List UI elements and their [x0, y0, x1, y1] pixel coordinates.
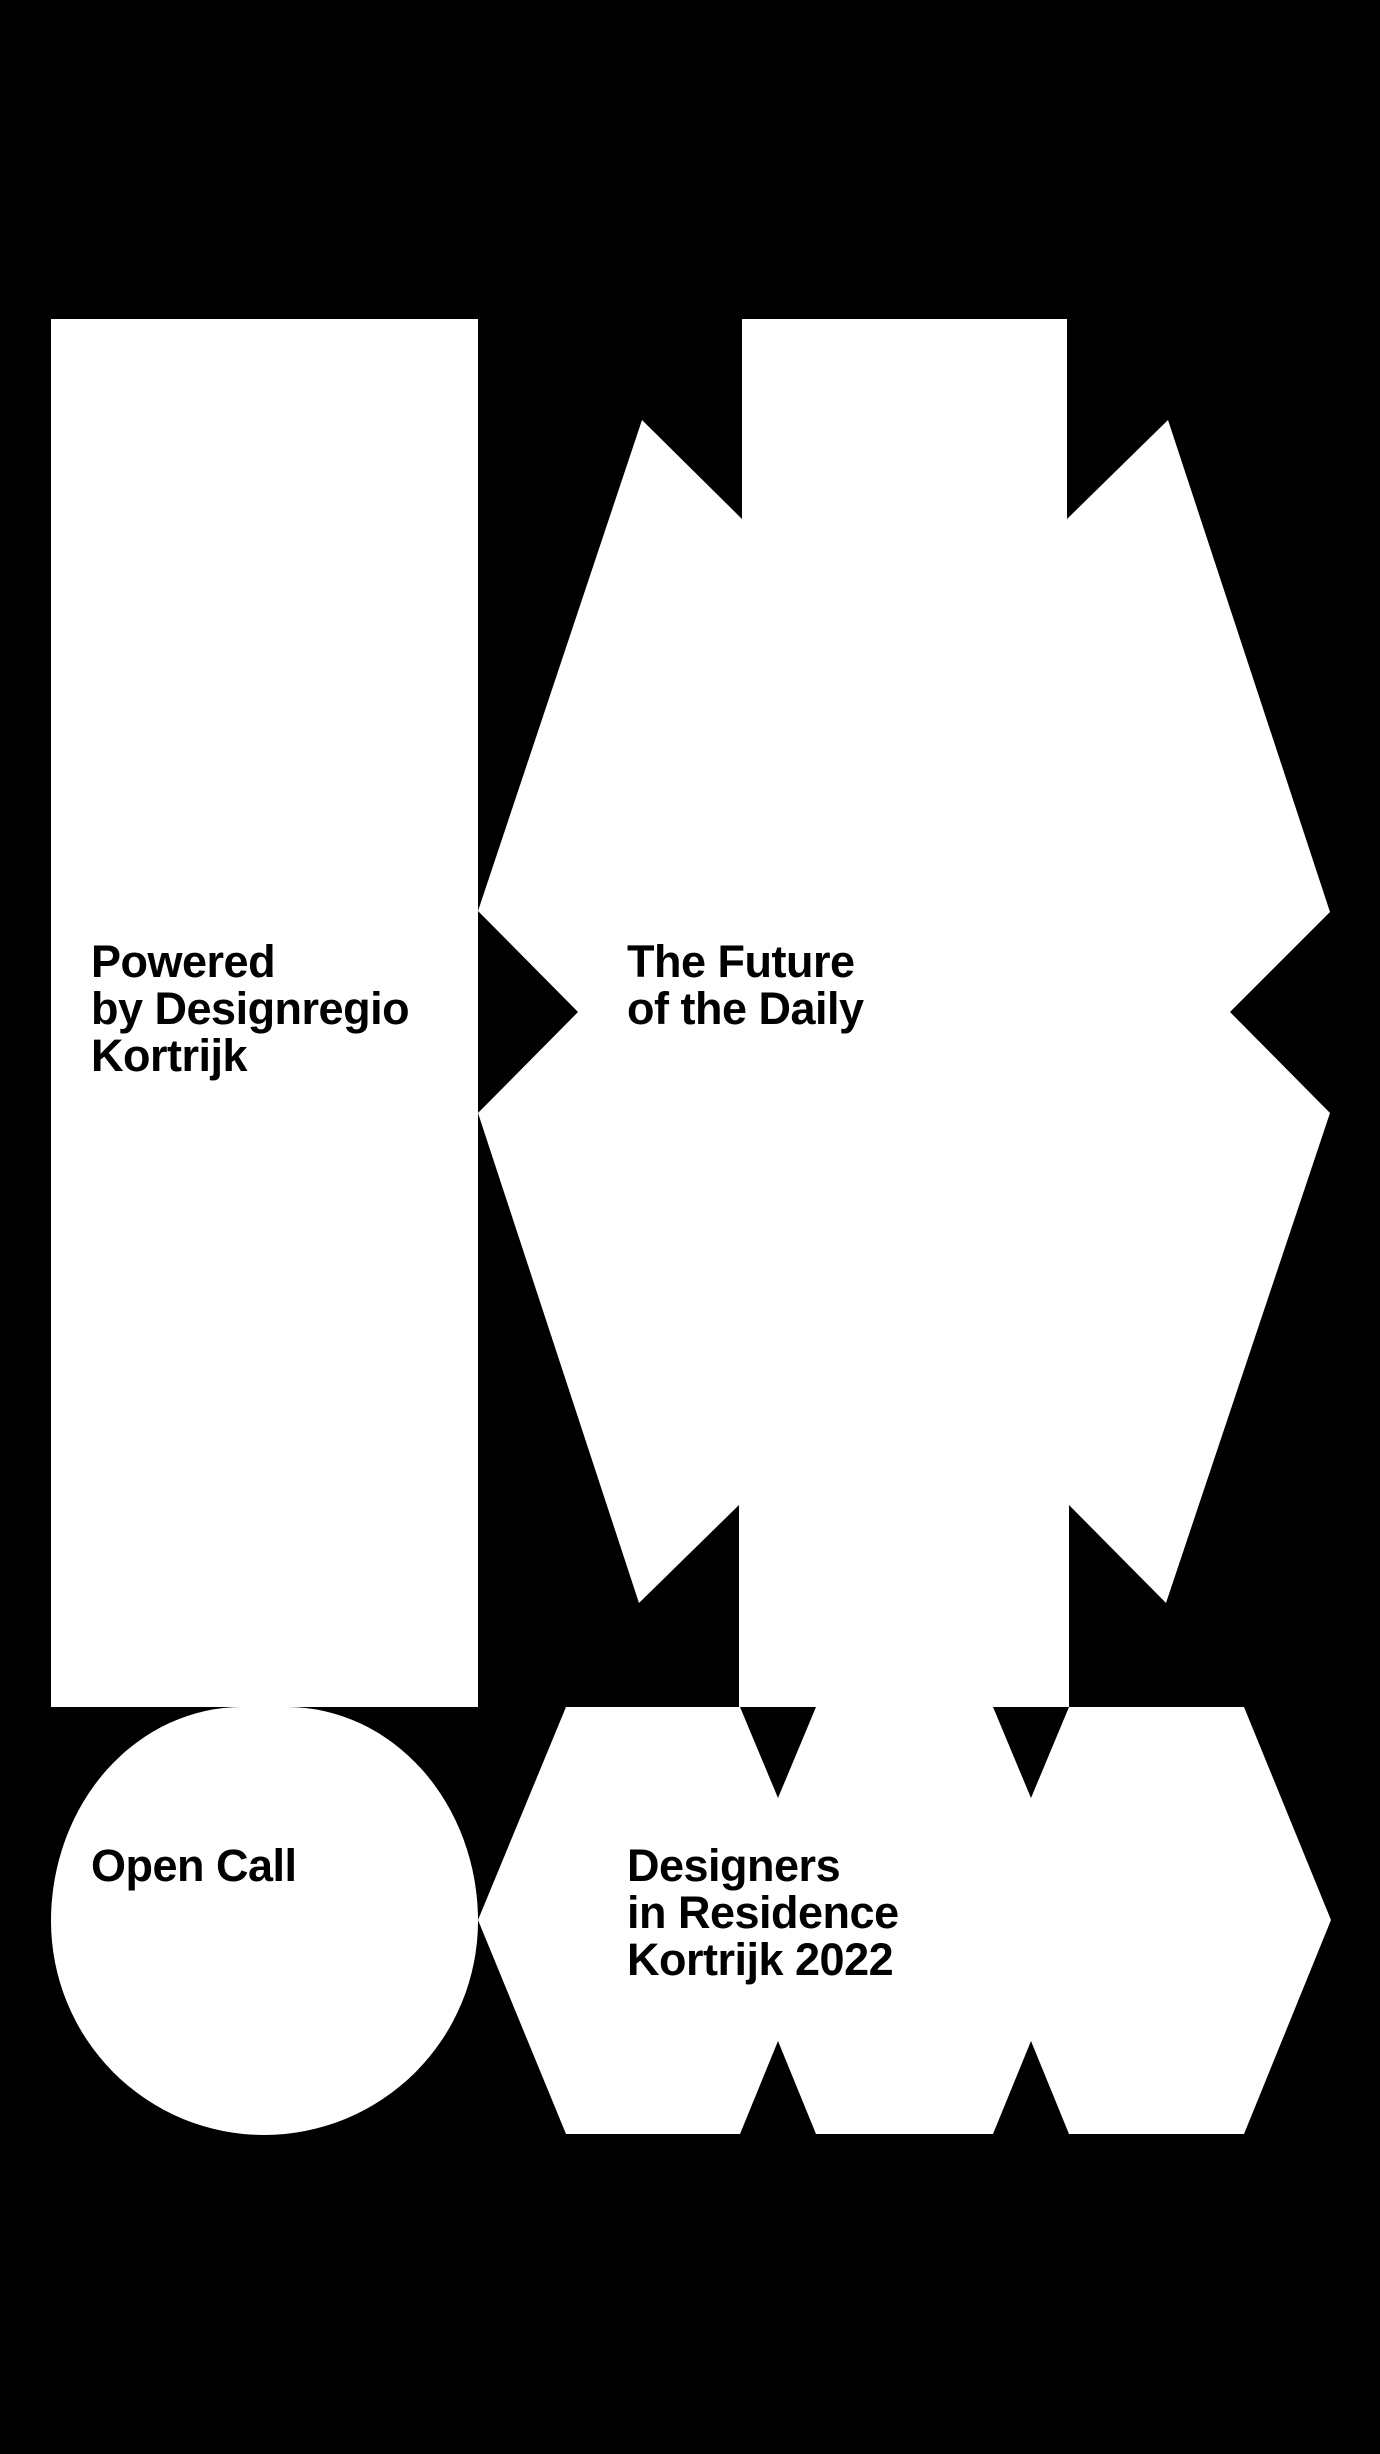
text-line: Kortrijk 2022 — [627, 1934, 894, 1985]
text-line: Designers — [627, 1840, 841, 1891]
open-call-text: Open Call — [91, 1842, 297, 1889]
text-line: in Residence — [627, 1887, 899, 1938]
text-line: by Designregio — [91, 983, 410, 1034]
text-line: of the Daily — [627, 983, 864, 1034]
rectangle-shape — [51, 319, 478, 1707]
designers-in-residence-text: Designers in Residence Kortrijk 2022 — [627, 1842, 899, 1983]
text-line: Powered — [91, 936, 276, 987]
text-line: The Future — [627, 936, 855, 987]
hexagon-shape — [478, 1707, 1331, 2134]
future-of-daily-text: The Future of the Daily — [627, 938, 864, 1032]
circle-shape — [51, 1707, 478, 2135]
text-line: Kortrijk — [91, 1030, 248, 1081]
text-line: Open Call — [91, 1840, 297, 1891]
powered-by-text: Powered by Designregio Kortrijk — [91, 936, 410, 1081]
star-shape — [478, 319, 1330, 1707]
